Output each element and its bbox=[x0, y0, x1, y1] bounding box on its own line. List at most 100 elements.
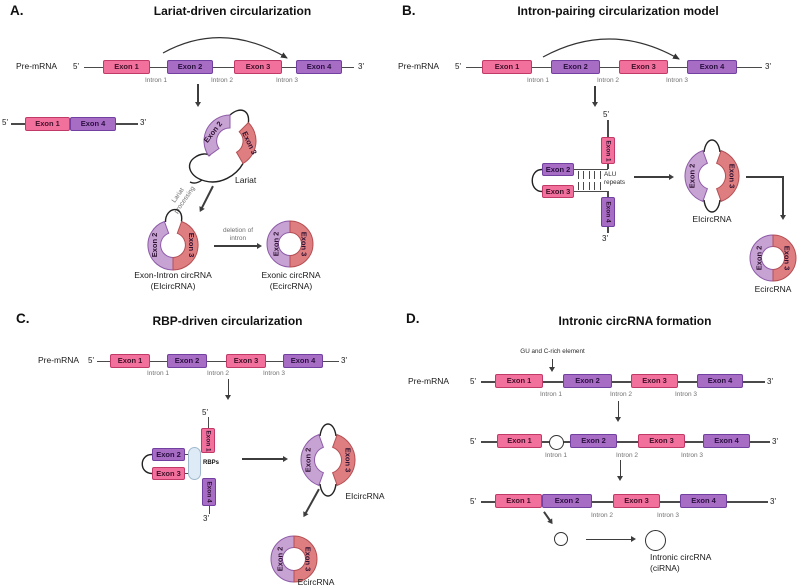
intron-label: Intron 3 bbox=[666, 76, 689, 84]
strand-line bbox=[607, 191, 609, 197]
diagonal-arrow bbox=[543, 511, 552, 524]
five-prime-label: 5' bbox=[470, 497, 476, 506]
ecircrna-structure: Exon 2 Exon 3 bbox=[749, 234, 797, 282]
exon-box: Exon 1 bbox=[482, 60, 532, 74]
exon-box-vertical: Exon 4 bbox=[202, 478, 216, 506]
intron-label: Intron 3 bbox=[681, 451, 704, 459]
eicircrna-caption: EIcircRNA bbox=[692, 214, 732, 224]
three-prime-label: 3' bbox=[772, 437, 778, 446]
eicircrna-caption: EIcircRNA bbox=[345, 491, 385, 501]
right-arrow bbox=[242, 458, 286, 460]
intron-label: Intron 2 bbox=[591, 511, 614, 519]
ecircrna-caption: Exonic circRNA (EcircRNA) bbox=[261, 270, 321, 291]
intron-rail bbox=[573, 168, 608, 171]
down-arrow bbox=[594, 86, 596, 105]
intron-label: Intron 3 bbox=[276, 76, 299, 84]
exon-box: Exon 3 bbox=[542, 185, 574, 198]
panel-a-letter: A. bbox=[10, 3, 24, 18]
intron-label: Intron 2 bbox=[597, 76, 620, 84]
circ-exon2-label: Exon 2 bbox=[271, 232, 280, 257]
pairing-tick bbox=[588, 170, 590, 179]
exon-box: Exon 3 bbox=[619, 60, 668, 74]
intron-label: Intron 3 bbox=[263, 370, 286, 377]
ecircrna-structure: Exon 2 Exon 3 bbox=[266, 220, 314, 268]
pairing-tick bbox=[583, 181, 584, 190]
intron-label: Intron 1 bbox=[145, 76, 168, 84]
circ-exon2-label: Exon 2 bbox=[275, 547, 284, 572]
exon-box: Exon 3 bbox=[631, 374, 678, 388]
exon-box: Exon 1 bbox=[110, 354, 150, 368]
exon-box: Exon 3 bbox=[226, 354, 266, 368]
exon-box: Exon 2 bbox=[551, 60, 600, 74]
pairing-tick bbox=[588, 181, 590, 190]
circ-exon3-label: Exon 3 bbox=[783, 246, 792, 271]
down-arrow bbox=[617, 401, 619, 420]
panel-c-title: RBP-driven circularization bbox=[152, 314, 303, 328]
exon-box: Exon 1 bbox=[495, 494, 542, 508]
strand-line bbox=[607, 164, 609, 169]
three-prime-label: 3' bbox=[770, 497, 776, 506]
exon-box-vertical: Exon 1 bbox=[600, 137, 615, 164]
down-arrow bbox=[619, 460, 621, 479]
three-prime-label: 3' bbox=[203, 514, 209, 523]
exon-box-vertical: Exon 1 bbox=[201, 428, 215, 453]
eicircrna-structure: Exon 2 Exon 3 bbox=[147, 208, 199, 271]
strand-line bbox=[481, 441, 770, 443]
intron-label: Intron 1 bbox=[545, 451, 568, 459]
elbow-arrow-horizontal bbox=[746, 176, 783, 178]
intron-label: Intron 1 bbox=[147, 370, 170, 377]
five-prime-label: 5' bbox=[455, 62, 461, 71]
exon-box: Exon 4 bbox=[680, 494, 727, 508]
pre-mrna-label: Pre-mRNA bbox=[16, 61, 58, 71]
lariat-structure: Exon 2 Exon 3 bbox=[188, 109, 259, 184]
intron-label: Intron 1 bbox=[527, 76, 550, 84]
exon-box: Exon 2 bbox=[152, 448, 185, 461]
three-prime-label: 3' bbox=[602, 234, 608, 243]
panel-b-letter: B. bbox=[402, 3, 416, 18]
intron-label: Intron 2 bbox=[610, 390, 633, 398]
panel-d-letter: D. bbox=[406, 311, 420, 326]
elbow-arrow-vertical bbox=[782, 176, 784, 219]
intron-label: Intron 3 bbox=[657, 511, 680, 519]
intron-label: Intron 2 bbox=[211, 76, 234, 84]
eicircrna-caption-line2: (EIcircRNA) bbox=[150, 280, 196, 291]
backsplice-arc-arrow bbox=[542, 38, 680, 60]
three-prime-label: 3' bbox=[341, 356, 347, 365]
circ-exon3-label: Exon 3 bbox=[344, 448, 353, 473]
five-prime-label: 5' bbox=[202, 408, 208, 417]
ecircrna-caption: EcircRNA bbox=[297, 577, 335, 587]
exon-loop-connector bbox=[531, 168, 543, 193]
exon-loop-connector bbox=[141, 453, 153, 475]
five-prime-label: 5' bbox=[2, 118, 8, 127]
strand-line bbox=[466, 66, 762, 69]
exon-box: Exon 2 bbox=[563, 374, 612, 388]
exon-box: Exon 1 bbox=[25, 117, 70, 131]
pre-mrna-label: Pre-mRNA bbox=[38, 355, 80, 365]
five-prime-label: 5' bbox=[88, 356, 94, 365]
right-arrow bbox=[634, 176, 672, 178]
pre-mrna-label: Pre-mRNA bbox=[398, 61, 440, 71]
circ-exon3-label: Exon 3 bbox=[300, 232, 309, 257]
intron-rail bbox=[573, 190, 608, 193]
eicircrna-caption-line1: Exon-Intron circRNA bbox=[134, 270, 212, 280]
down-arrow bbox=[227, 379, 229, 398]
panel-b-title: Intron-pairing circularization model bbox=[517, 4, 719, 18]
deletion-of-intron-note: deletion of intron bbox=[223, 227, 253, 243]
panel-c-letter: C. bbox=[16, 311, 30, 326]
exon-box: Exon 1 bbox=[103, 60, 150, 74]
intron-label: Intron 2 bbox=[207, 370, 230, 377]
exon-box: Exon 4 bbox=[283, 354, 323, 368]
exon-box: Exon 4 bbox=[697, 374, 743, 388]
exon-box: Exon 2 bbox=[542, 494, 592, 508]
pairing-tick bbox=[594, 170, 595, 179]
pairing-tick bbox=[599, 170, 601, 179]
strand-line bbox=[97, 360, 339, 363]
exon-box: Exon 2 bbox=[167, 60, 213, 74]
pre-mrna-label: Pre-mRNA bbox=[408, 376, 450, 386]
strand-line bbox=[208, 506, 210, 514]
right-arrow bbox=[586, 538, 634, 540]
pairing-tick bbox=[577, 170, 579, 179]
three-prime-label: 3' bbox=[767, 377, 773, 386]
intron-lariat-circle bbox=[549, 434, 564, 450]
pairing-tick bbox=[577, 181, 579, 190]
